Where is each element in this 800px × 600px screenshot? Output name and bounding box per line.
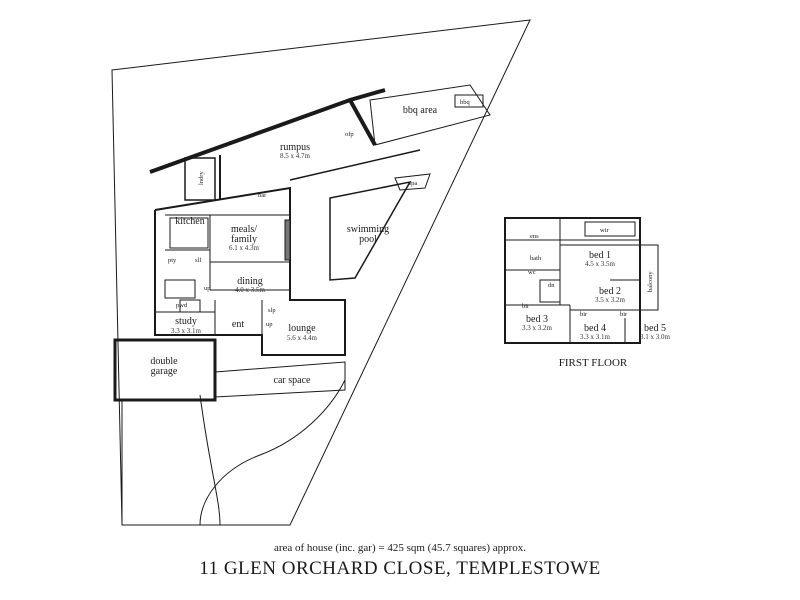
wir-label: wir: [600, 227, 610, 234]
dining-dim: 4.0 x 3.5m: [235, 286, 266, 294]
ens-label: ens: [530, 233, 539, 240]
balcony-label: balcony: [647, 271, 654, 292]
first-floor-title: FIRST FLOOR: [559, 357, 628, 369]
bed5-dim: 3.1 x 3.0m: [640, 333, 671, 341]
pty-label: pty: [168, 257, 177, 264]
bbq-area-outline: [369, 84, 491, 146]
pwd-label: pwd: [176, 302, 188, 309]
first-floor-plan: [504, 217, 659, 344]
bed1-dim: 4.5 x 3.5m: [585, 260, 616, 268]
car-space-label: car space: [274, 375, 311, 386]
pool-label-2: pool: [359, 234, 377, 245]
bed4-label: bed 4: [584, 323, 606, 334]
family-label: family: [231, 234, 257, 245]
garage-label-2: garage: [151, 366, 178, 377]
lndry-label: lndry: [198, 171, 205, 185]
rumpus-label: rumpus: [280, 142, 310, 153]
bed3-label: bed 3: [526, 314, 548, 325]
bed2-label: bed 2: [599, 286, 621, 297]
pool-outline: [329, 180, 412, 281]
bed5-label: bed 5: [644, 323, 666, 334]
bbq-label: bbq: [460, 99, 471, 106]
bed3-dim: 3.3 x 3.2m: [522, 324, 553, 332]
up-label: up: [204, 285, 211, 292]
wc-label: wc: [528, 269, 536, 276]
bath-label: bath: [530, 255, 542, 262]
rumpus-dim: 8.5 x 4.7m: [280, 152, 311, 160]
bed2-dim: 3.5 x 3.2m: [595, 296, 626, 304]
bir-label-3: bir: [620, 311, 628, 318]
site-boundary: [111, 19, 531, 526]
bbq-area-label: bbq area: [403, 105, 438, 116]
up2-label: up: [266, 321, 273, 328]
slp-label: slp: [268, 307, 276, 314]
dn-label: dn: [548, 282, 555, 289]
bir-label-1: bir: [522, 303, 530, 310]
bar-label: bar: [258, 192, 267, 199]
pool-label: swimming: [347, 224, 389, 235]
ent-label: ent: [232, 319, 244, 330]
meals-dim: 6.1 x 4.3m: [229, 244, 260, 252]
lounge-dim: 5.6 x 4.4m: [287, 334, 318, 342]
bir-label-2: bir: [580, 311, 588, 318]
study-dim: 3.3 x 3.1m: [171, 327, 202, 335]
sll-label: sll: [195, 257, 201, 264]
bed4-dim: 3.3 x 3.1m: [580, 333, 611, 341]
ofp-label: ofp: [345, 131, 354, 138]
bed1-label: bed 1: [589, 250, 611, 261]
driveway: [199, 379, 346, 526]
spa-label: spa: [409, 180, 418, 187]
lounge-label: lounge: [288, 323, 316, 334]
address-caption: 11 GLEN ORCHARD CLOSE, TEMPLESTOWE: [199, 558, 601, 579]
kitchen-label: kitchen: [175, 216, 204, 227]
dining-label: dining: [237, 276, 263, 287]
meals-label: meals/: [231, 224, 257, 235]
garage-label: double: [150, 356, 178, 367]
study-label: study: [175, 316, 197, 327]
area-caption: area of house (inc. gar) = 425 sqm (45.7…: [273, 542, 527, 554]
